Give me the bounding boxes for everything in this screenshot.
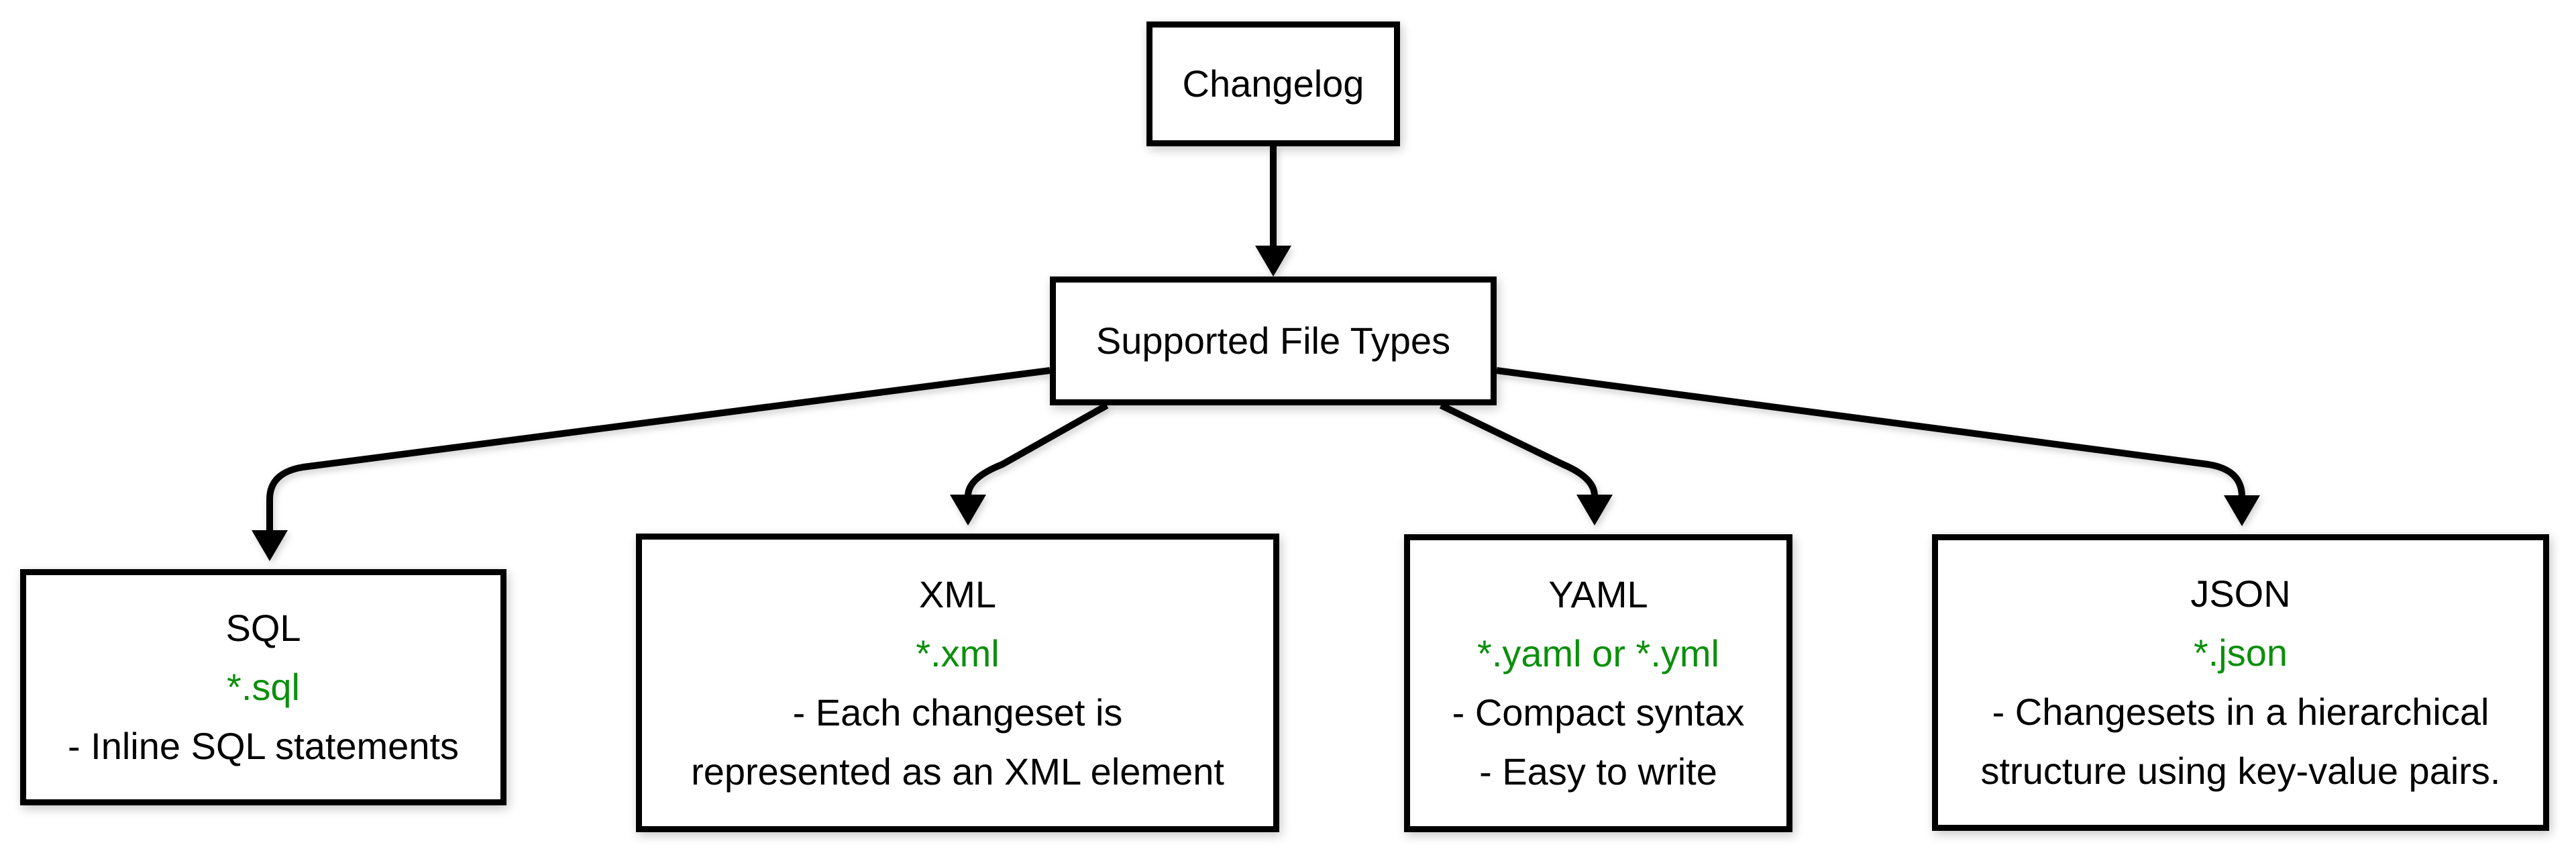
supported-file-types-label: Supported File Types — [1095, 319, 1451, 362]
yaml-extension: *.yaml or *.yml — [1477, 632, 1719, 674]
node-supported-file-types: Supported File Types — [1050, 277, 1497, 405]
xml-title: XML — [918, 572, 997, 615]
node-changelog: Changelog — [1146, 21, 1400, 146]
json-title: JSON — [2190, 572, 2291, 615]
edge-supported-file-types-to-yaml-arrowhead — [1576, 495, 1613, 525]
changelog-label: Changelog — [1182, 62, 1364, 105]
edge-supported-file-types-to-json — [1496, 367, 2260, 526]
edge-supported-file-types-to-sql-arrowhead — [252, 530, 288, 561]
edge-supported-file-types-to-json-line — [1496, 367, 2245, 497]
sql-desc-line: - Inline SQL statements — [67, 725, 460, 767]
edge-changelog-to-supported-file-types — [1255, 146, 1291, 277]
xml-extension: *.xml — [916, 632, 1000, 674]
xml-desc-line: - Each changeset is — [792, 691, 1123, 734]
edge-supported-file-types-to-xml-arrowhead — [950, 495, 986, 525]
yaml-desc-line: - Easy to write — [1479, 750, 1717, 793]
node-xml: XML *.xml - Each changeset is represente… — [636, 534, 1279, 832]
node-sql: SQL *.sql - Inline SQL statements — [20, 569, 506, 805]
sql-title: SQL — [225, 607, 301, 649]
node-json: JSON *.json - Changesets in a hierarchic… — [1932, 534, 2549, 831]
yaml-title: YAML — [1548, 573, 1648, 615]
edge-supported-file-types-to-sql-line — [266, 367, 1051, 532]
edge-supported-file-types-to-yaml-line — [1439, 402, 1598, 497]
edge-supported-file-types-to-sql — [252, 367, 1051, 561]
edge-supported-file-types-to-xml — [950, 402, 1109, 525]
yaml-desc-line: - Compact syntax — [1452, 691, 1745, 734]
edge-supported-file-types-to-xml-line — [965, 402, 1109, 497]
json-extension: *.json — [2193, 632, 2288, 674]
xml-desc-line: represented as an XML element — [691, 750, 1224, 793]
edge-supported-file-types-to-json-arrowhead — [2224, 495, 2260, 526]
sql-extension: *.sql — [227, 666, 300, 708]
json-desc-line: - Changesets in a hierarchical — [1992, 691, 2489, 733]
node-yaml: YAML *.yaml or *.yml - Compact syntax - … — [1404, 534, 1792, 832]
edge-changelog-to-supported-file-types-arrowhead — [1255, 246, 1291, 277]
edge-supported-file-types-to-yaml — [1439, 402, 1613, 525]
json-desc-line: structure using key-value pairs. — [1980, 750, 2501, 792]
